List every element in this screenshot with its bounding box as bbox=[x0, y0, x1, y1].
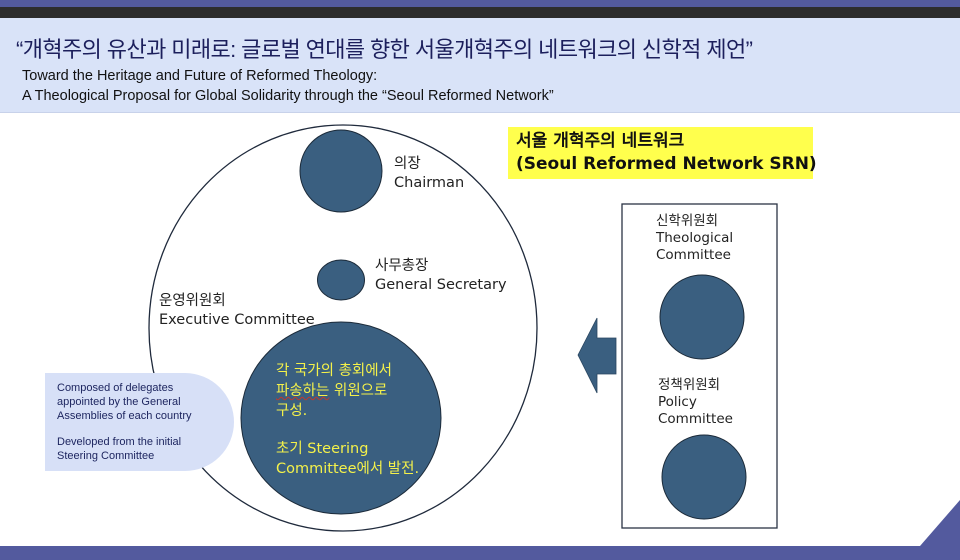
top-accent-band bbox=[0, 0, 960, 7]
members-note-line3: 구성. bbox=[276, 403, 308, 419]
slide-subtitle-line1: Toward the Heritage and Future of Reform… bbox=[22, 68, 378, 84]
members-note-line5: Committee에서 발전. bbox=[276, 461, 420, 477]
callout-gap bbox=[57, 423, 234, 435]
network-title-english: (Seoul Reformed Network SRN) bbox=[516, 154, 817, 174]
policy-committee-label: 정책위원회 Policy Committee bbox=[658, 377, 733, 428]
bottom-accent-band bbox=[0, 546, 960, 560]
members-note-line2-underlined: 파송하는 bbox=[276, 383, 330, 399]
chairman-node bbox=[299, 129, 383, 213]
theological-committee-label-en2: Committee bbox=[656, 247, 731, 263]
members-note-line1: 각 국가의 총회에서 bbox=[276, 363, 392, 379]
network-title-korean: 서울 개혁주의 네트워크 bbox=[516, 131, 685, 151]
members-node bbox=[240, 321, 442, 515]
executive-committee-label: 운영위원회 Executive Committee bbox=[159, 292, 315, 330]
theological-committee-node bbox=[659, 274, 745, 360]
members-note-line2: 파송하는 위원으로 bbox=[276, 381, 419, 401]
theological-committee-label-ko: 신학위원회 bbox=[656, 213, 719, 229]
policy-committee-label-en1: Policy bbox=[658, 394, 697, 410]
policy-committee-node bbox=[661, 434, 747, 520]
members-note-spacer bbox=[276, 421, 419, 439]
callout-line1: Composed of delegates bbox=[57, 382, 174, 394]
callout-line2: appointed by the General bbox=[57, 396, 181, 408]
callout-line4: Developed from the initial bbox=[57, 436, 182, 448]
slide-header: “개혁주의 유산과 미래로: 글로벌 연대를 향한 서울개혁주의 네트워크의 신… bbox=[0, 18, 960, 113]
members-note-line4: 초기 Steering bbox=[276, 441, 369, 457]
theological-committee-label: 신학위원회 Theological Committee bbox=[656, 213, 733, 264]
executive-committee-label-ko: 운영위원회 bbox=[159, 293, 226, 309]
members-note-line2-rest: 위원으로 bbox=[329, 383, 388, 399]
general-secretary-label-en: General Secretary bbox=[375, 277, 507, 293]
policy-committee-label-ko: 정책위원회 bbox=[658, 377, 721, 393]
corner-accent-triangle bbox=[920, 500, 960, 546]
general-secretary-label-ko: 사무총장 bbox=[375, 258, 429, 274]
chairman-label-ko: 의장 bbox=[394, 156, 421, 172]
delegates-callout: Composed of delegates appointed by the G… bbox=[45, 373, 234, 471]
slide-subtitle-line2: A Theological Proposal for Global Solida… bbox=[22, 88, 554, 104]
policy-committee-label-en2: Committee bbox=[658, 411, 733, 427]
chairman-label: 의장 Chairman bbox=[394, 155, 464, 193]
callout-line3: Assemblies of each country bbox=[57, 410, 192, 422]
general-secretary-node bbox=[317, 259, 365, 301]
general-secretary-label: 사무총장 General Secretary bbox=[375, 257, 507, 295]
theological-committee-label-en1: Theological bbox=[656, 230, 734, 246]
executive-committee-label-en: Executive Committee bbox=[159, 312, 315, 328]
chairman-label-en: Chairman bbox=[394, 175, 465, 191]
network-title: 서울 개혁주의 네트워크 (Seoul Reformed Network SRN… bbox=[508, 127, 817, 179]
members-note: 각 국가의 총회에서 파송하는 위원으로 구성. 초기 Steering Com… bbox=[276, 361, 419, 479]
slide-title: “개혁주의 유산과 미래로: 글로벌 연대를 향한 서울개혁주의 네트워크의 신… bbox=[16, 37, 753, 62]
callout-line5: Steering Committee bbox=[57, 450, 155, 462]
left-arrow-icon bbox=[577, 317, 617, 394]
top-dark-band bbox=[0, 7, 960, 18]
